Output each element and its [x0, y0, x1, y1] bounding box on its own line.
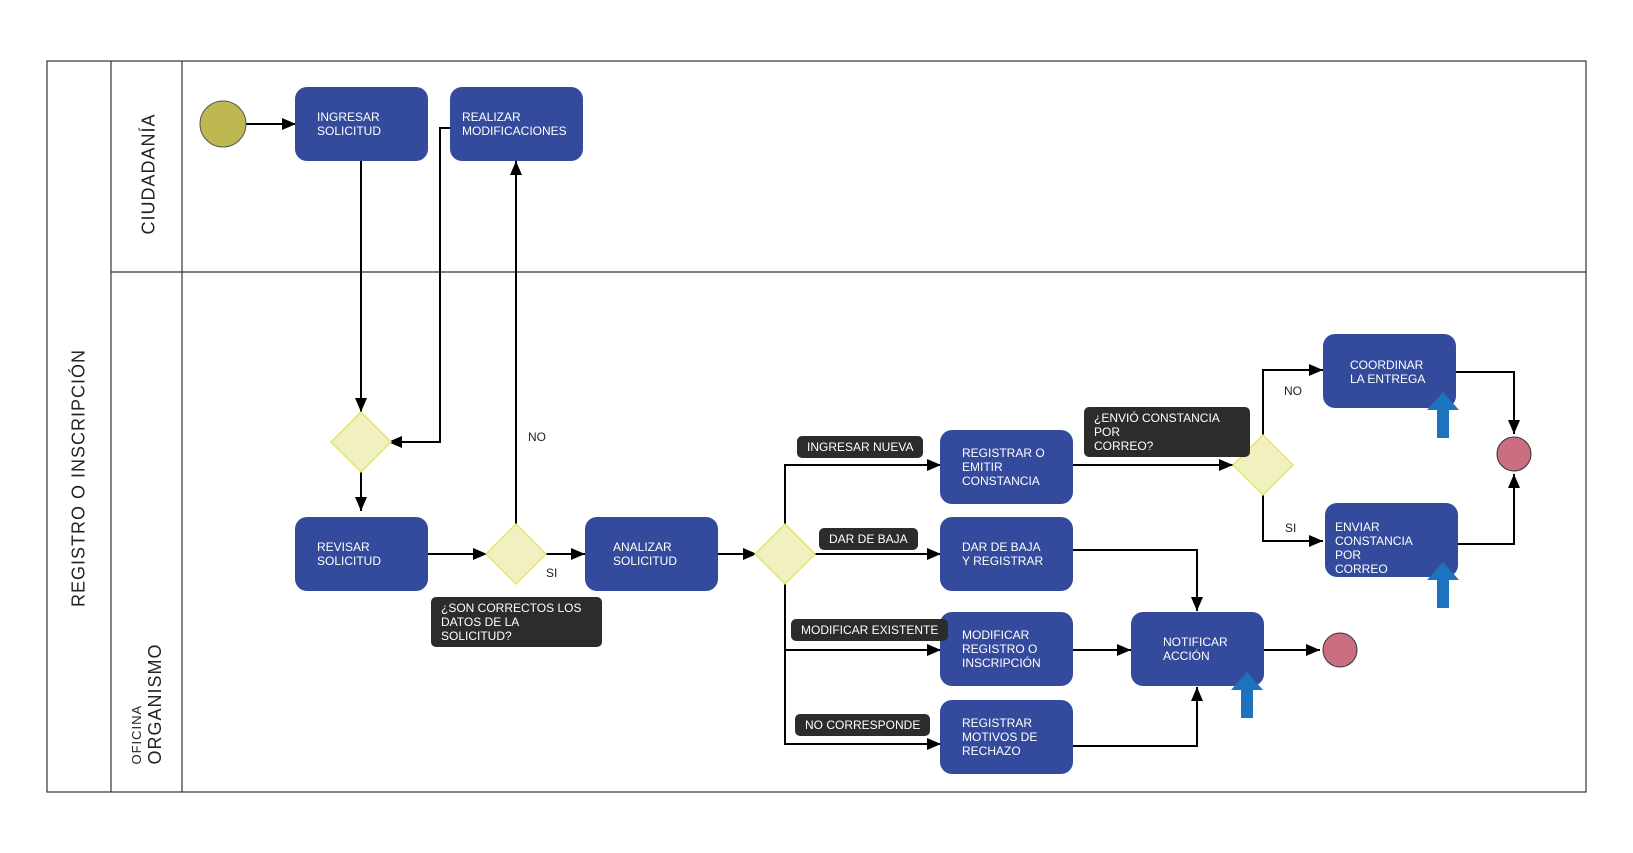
flow-label-no: NO	[1284, 384, 1302, 398]
condition-tag-dar-de-baja: DAR DE BAJA	[819, 528, 918, 550]
task-revisar-solicitud[interactable]: REVISAR SOLICITUD	[295, 517, 428, 591]
task-label: NOTIFICAR ACCIÓN	[1163, 635, 1228, 663]
lane-title-ciudadania: CIUDADANÍA	[138, 113, 159, 235]
gateway-diamond	[753, 522, 817, 586]
task-label: DAR DE BAJA Y REGISTRAR	[962, 540, 1044, 568]
task-registrar-emitir-constancia[interactable]: REGISTRAR O EMITIR CONSTANCIA	[940, 430, 1073, 504]
flow-label-si: SI	[1285, 521, 1297, 535]
up-arrow-icon	[1427, 392, 1459, 438]
question-tag-datos-correctos: ¿SON CORRECTOS LOS DATOS DE LA SOLICITUD…	[431, 597, 602, 647]
task-label: ANALIZAR SOLICITUD	[613, 540, 678, 568]
pool-title: REGISTRO O INSCRIPCIÓN	[68, 348, 89, 608]
start-event-circle	[199, 100, 247, 148]
question-tag-envio-correo: ¿ENVIÓ CONSTANCIA POR CORREO?	[1084, 407, 1250, 457]
condition-tag-modificar-existente: MODIFICAR EXISTENTE	[791, 619, 949, 641]
flow-label-no: NO	[528, 430, 546, 444]
task-notificar-accion[interactable]: NOTIFICAR ACCIÓN	[1131, 612, 1264, 686]
condition-tag-no-corresponde: NO CORRESPONDE	[795, 714, 931, 736]
task-label: REVISAR SOLICITUD	[317, 540, 382, 568]
task-label: MODIFICAR REGISTRO O INSCRIPCIÓN	[962, 628, 1041, 670]
sequence-flows	[246, 118, 1520, 750]
task-label: ENVIAR CONSTANCIA POR CORREO	[1335, 520, 1413, 576]
up-arrow-icon	[1231, 672, 1263, 718]
condition-tag-ingresar-nueva: INGRESAR NUEVA	[797, 436, 924, 458]
task-registrar-motivos[interactable]: REGISTRAR MOTIVOS DE RECHAZO	[940, 700, 1073, 774]
lane-title: ORGANISMO	[145, 643, 165, 765]
task-enviar-constancia[interactable]: ENVIAR CONSTANCIA POR CORREO	[1325, 503, 1458, 577]
task-label: REGISTRAR O EMITIR CONSTANCIA	[962, 446, 1045, 488]
task-realizar-modificaciones[interactable]: REALIZAR MODIFICACIONES	[450, 87, 583, 161]
pool-frame	[46, 60, 1587, 793]
task-label: INGRESAR SOLICITUD	[317, 110, 382, 138]
up-arrow-icon	[1427, 562, 1459, 608]
task-label: COORDINAR LA ENTREGA	[1350, 358, 1426, 386]
gateway-diamond	[484, 522, 548, 586]
task-analizar-solicitud[interactable]: ANALIZAR SOLICITUD	[585, 517, 718, 591]
task-coordinar-entrega[interactable]: COORDINAR LA ENTREGA	[1323, 334, 1456, 408]
flow-label-si: SI	[546, 566, 558, 580]
task-label: REALIZAR MODIFICACIONES	[462, 110, 567, 138]
lane-subtitle: OFICINA	[129, 704, 144, 765]
end-event-circle	[1496, 436, 1532, 472]
task-dar-de-baja[interactable]: DAR DE BAJA Y REGISTRAR	[940, 517, 1073, 591]
task-ingresar-solicitud[interactable]: INGRESAR SOLICITUD	[295, 87, 428, 161]
lane-title-oficina: OFICINA ORGANISMO	[128, 643, 165, 765]
gateway-diamond	[329, 410, 393, 474]
task-label: REGISTRAR MOTIVOS DE RECHAZO	[962, 716, 1038, 758]
task-modificar-registro[interactable]: MODIFICAR REGISTRO O INSCRIPCIÓN	[940, 612, 1073, 686]
end-event-circle	[1322, 632, 1358, 668]
